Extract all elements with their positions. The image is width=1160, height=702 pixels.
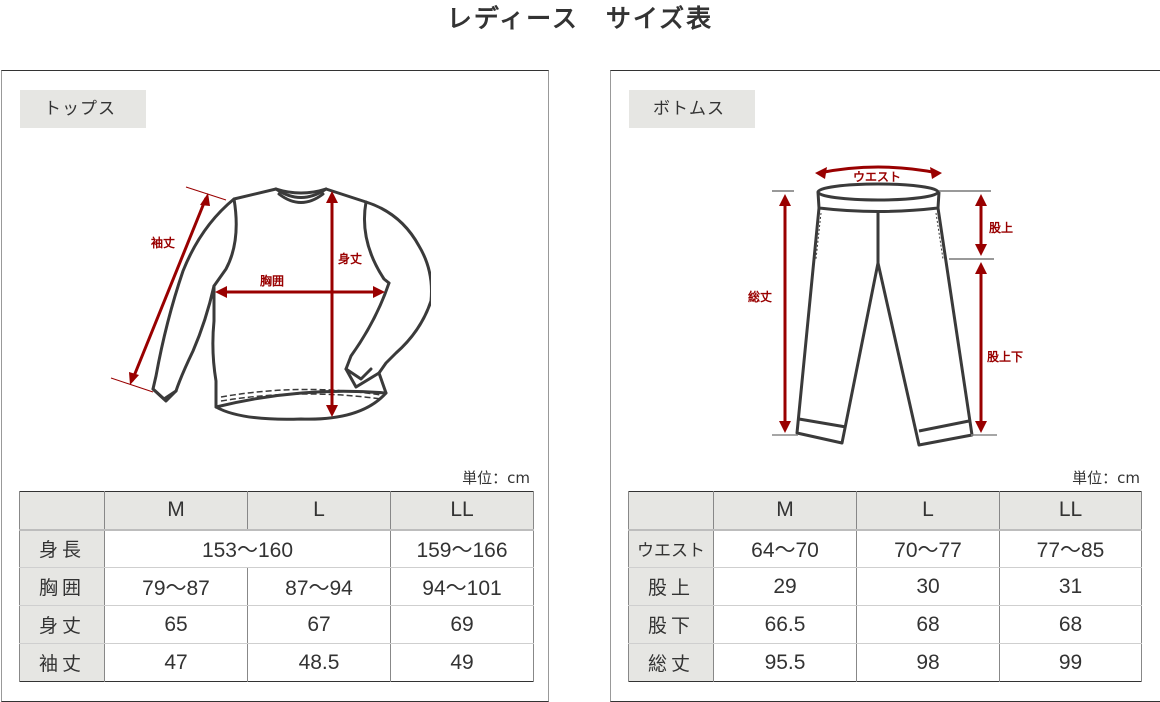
- total-length-label: 総丈: [748, 289, 772, 304]
- tops-unit-label: 単位：cm: [462, 469, 530, 487]
- bottoms-section-label: ボトムス: [629, 90, 755, 128]
- tops-size-table: M L LL 身長 153〜160 159〜166 胸囲 79〜87 87〜94…: [19, 491, 534, 682]
- header-size-l: L: [856, 491, 1000, 531]
- cell-total-length-ll: 99: [999, 643, 1142, 682]
- cell-inseam-l: 68: [856, 605, 1000, 644]
- row-label-body-length: 身丈: [19, 605, 105, 644]
- sleeve-length-label: 袖丈: [151, 235, 175, 250]
- table-row: 総丈 95.5 98 99: [628, 643, 1142, 682]
- waist-label: ウエスト: [853, 170, 901, 184]
- cell-sleeve-length-ll: 49: [390, 643, 534, 682]
- cell-chest-m: 79〜87: [104, 567, 248, 606]
- bottoms-panel: ボトムス: [610, 70, 1160, 702]
- table-header-row: M L LL: [628, 491, 1142, 531]
- cell-rise-m: 29: [713, 567, 857, 606]
- cell-total-length-m: 95.5: [713, 643, 857, 682]
- cell-inseam-m: 66.5: [713, 605, 857, 644]
- cell-sleeve-length-m: 47: [104, 643, 248, 682]
- rise-label: 股上: [989, 220, 1013, 235]
- bottoms-size-table: M L LL ウエスト 64〜70 70〜77 77〜85 股上 29 30 3…: [628, 491, 1142, 682]
- table-row: 身長 153〜160 159〜166: [19, 529, 534, 568]
- header-blank: [19, 491, 105, 531]
- cell-waist-l: 70〜77: [856, 529, 1000, 568]
- cell-sleeve-length-l: 48.5: [247, 643, 391, 682]
- cell-chest-ll: 94〜101: [390, 567, 534, 606]
- inseam-label: 股上下: [987, 349, 1023, 364]
- cell-waist-m: 64〜70: [713, 529, 857, 568]
- cell-chest-l: 87〜94: [247, 567, 391, 606]
- cell-body-length-m: 65: [104, 605, 248, 644]
- page-title: レディース サイズ表: [446, 4, 714, 33]
- row-label-sleeve-length: 袖丈: [19, 643, 105, 682]
- tops-section-label: トップス: [20, 90, 146, 128]
- row-label-rise: 股上: [628, 567, 714, 606]
- header-blank: [628, 491, 714, 531]
- sweater-diagram: 袖丈 身丈 胸囲: [101, 181, 431, 441]
- cell-height-m-l: 153〜160: [104, 529, 391, 568]
- table-row: 袖丈 47 48.5 49: [19, 643, 534, 682]
- cell-waist-ll: 77〜85: [999, 529, 1142, 568]
- table-row: 股上 29 30 31: [628, 567, 1142, 606]
- cell-rise-l: 30: [856, 567, 1000, 606]
- table-row: ウエスト 64〜70 70〜77 77〜85: [628, 529, 1142, 568]
- table-header-row: M L LL: [19, 491, 534, 531]
- header-size-ll: LL: [390, 491, 534, 531]
- cell-height-ll: 159〜166: [390, 529, 534, 568]
- header-size-ll: LL: [999, 491, 1142, 531]
- header-size-m: M: [713, 491, 857, 531]
- header-size-l: L: [247, 491, 391, 531]
- cell-inseam-ll: 68: [999, 605, 1142, 644]
- tops-panel: トップス: [1, 70, 549, 702]
- row-label-inseam: 股下: [628, 605, 714, 644]
- table-row: 身丈 65 67 69: [19, 605, 534, 644]
- pants-diagram: ウエスト 股上 股上下 総丈: [731, 161, 1051, 461]
- row-label-waist: ウエスト: [628, 529, 714, 568]
- cell-body-length-ll: 69: [390, 605, 534, 644]
- cell-body-length-l: 67: [247, 605, 391, 644]
- header-size-m: M: [104, 491, 248, 531]
- row-label-chest: 胸囲: [19, 567, 105, 606]
- bottoms-unit-label: 単位：cm: [1072, 469, 1140, 487]
- row-label-height: 身長: [19, 529, 105, 568]
- cell-rise-ll: 31: [999, 567, 1142, 606]
- body-length-label: 身丈: [338, 251, 362, 266]
- table-row: 胸囲 79〜87 87〜94 94〜101: [19, 567, 534, 606]
- chest-label: 胸囲: [260, 273, 284, 288]
- row-label-total-length: 総丈: [628, 643, 714, 682]
- table-row: 股下 66.5 68 68: [628, 605, 1142, 644]
- cell-total-length-l: 98: [856, 643, 1000, 682]
